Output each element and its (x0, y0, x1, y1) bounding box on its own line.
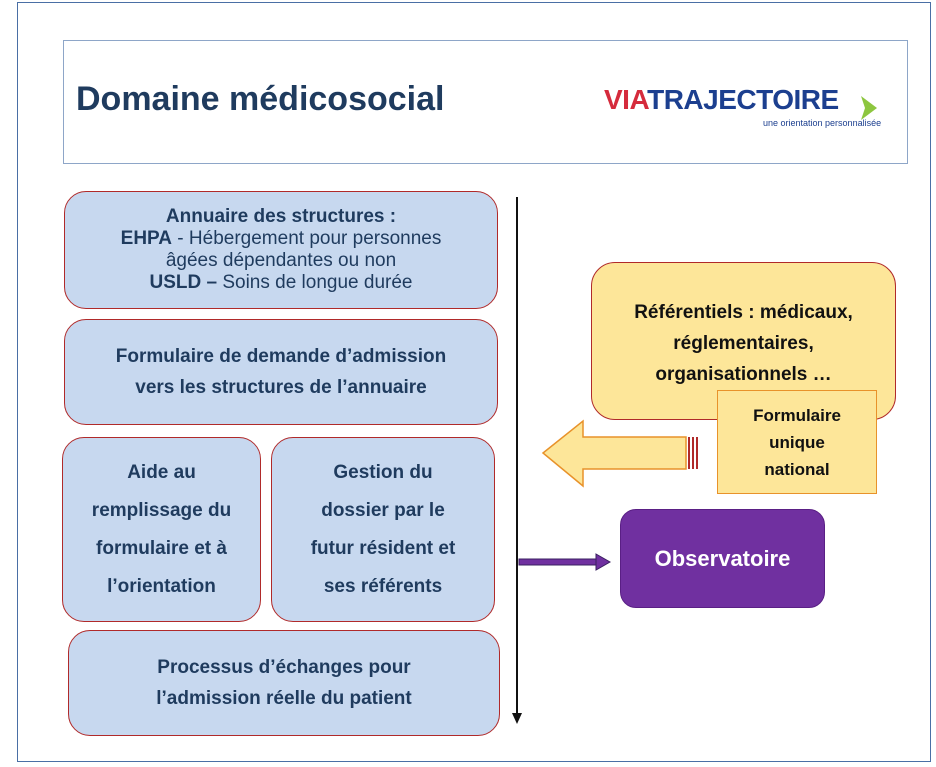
aide-line-3: formulaire et à (96, 537, 227, 559)
logo-via-text: VIA (604, 84, 648, 115)
observatoire-box: Observatoire (620, 509, 825, 608)
formulaire-line-2: vers les structures de l’annuaire (135, 377, 427, 398)
annuaire-line-ehpa: EHPA - Hébergement pour personnes (120, 228, 442, 249)
divider-arrow-head (512, 713, 522, 724)
aide-remplissage-box: Aide au remplissage du formulaire et à l… (62, 437, 261, 622)
gestion-dossier-box: Gestion du dossier par le futur résident… (271, 437, 495, 622)
viatrajectoire-logo: VIATRAJECTOIRE une orientation personnal… (604, 84, 881, 144)
gestion-line-2: dossier par le (321, 499, 445, 521)
formulaire-unique-line-2: unique (769, 432, 825, 452)
formulaire-unique-line-3: national (764, 459, 830, 479)
processus-line-2: l’admission réelle du patient (156, 688, 412, 709)
logo-tagline: une orientation personnalisée (763, 118, 882, 128)
annuaire-title: Annuaire des structures : (165, 206, 397, 227)
referentiels-line-2: réglementaires, (673, 333, 814, 354)
referentiels-line-3: organisationnels … (655, 364, 832, 385)
processus-line-1: Processus d’échanges pour (157, 657, 411, 678)
annuaire-line-agees: âgées dépendantes ou non (165, 250, 397, 271)
formulaire-demande-box: Formulaire de demande d’admission vers l… (64, 319, 498, 425)
observatoire-label: Observatoire (654, 545, 791, 571)
aide-line-4: l’orientation (107, 575, 216, 597)
formulaire-line-1: Formulaire de demande d’admission (115, 346, 447, 367)
gestion-line-3: futur résident et (310, 537, 456, 559)
logo-trajectoire-text: TRAJECTOIRE (647, 84, 839, 115)
formulaire-unique-box: Formulaire unique national (717, 390, 877, 494)
formulaire-unique-line-1: Formulaire (753, 405, 841, 425)
block-arrow-left-icon (541, 419, 698, 488)
annuaire-structures-box: Annuaire des structures : EHPA - Héberge… (64, 191, 498, 309)
page-title: Domaine médicosocial (76, 80, 445, 118)
aide-line-1: Aide au (127, 461, 196, 483)
aide-line-2: remplissage du (91, 499, 232, 521)
gestion-line-1: Gestion du (333, 461, 433, 483)
chevron-right-icon (861, 96, 877, 120)
annuaire-line-usld: USLD – Soins de longue durée (149, 272, 413, 293)
gestion-line-4: ses référents (323, 575, 443, 597)
arrow-to-observatoire (518, 553, 612, 571)
processus-echanges-box: Processus d’échanges pour l’admission ré… (68, 630, 500, 736)
title-panel (63, 40, 908, 164)
referentiels-line-1: Référentiels : médicaux, (634, 302, 853, 323)
